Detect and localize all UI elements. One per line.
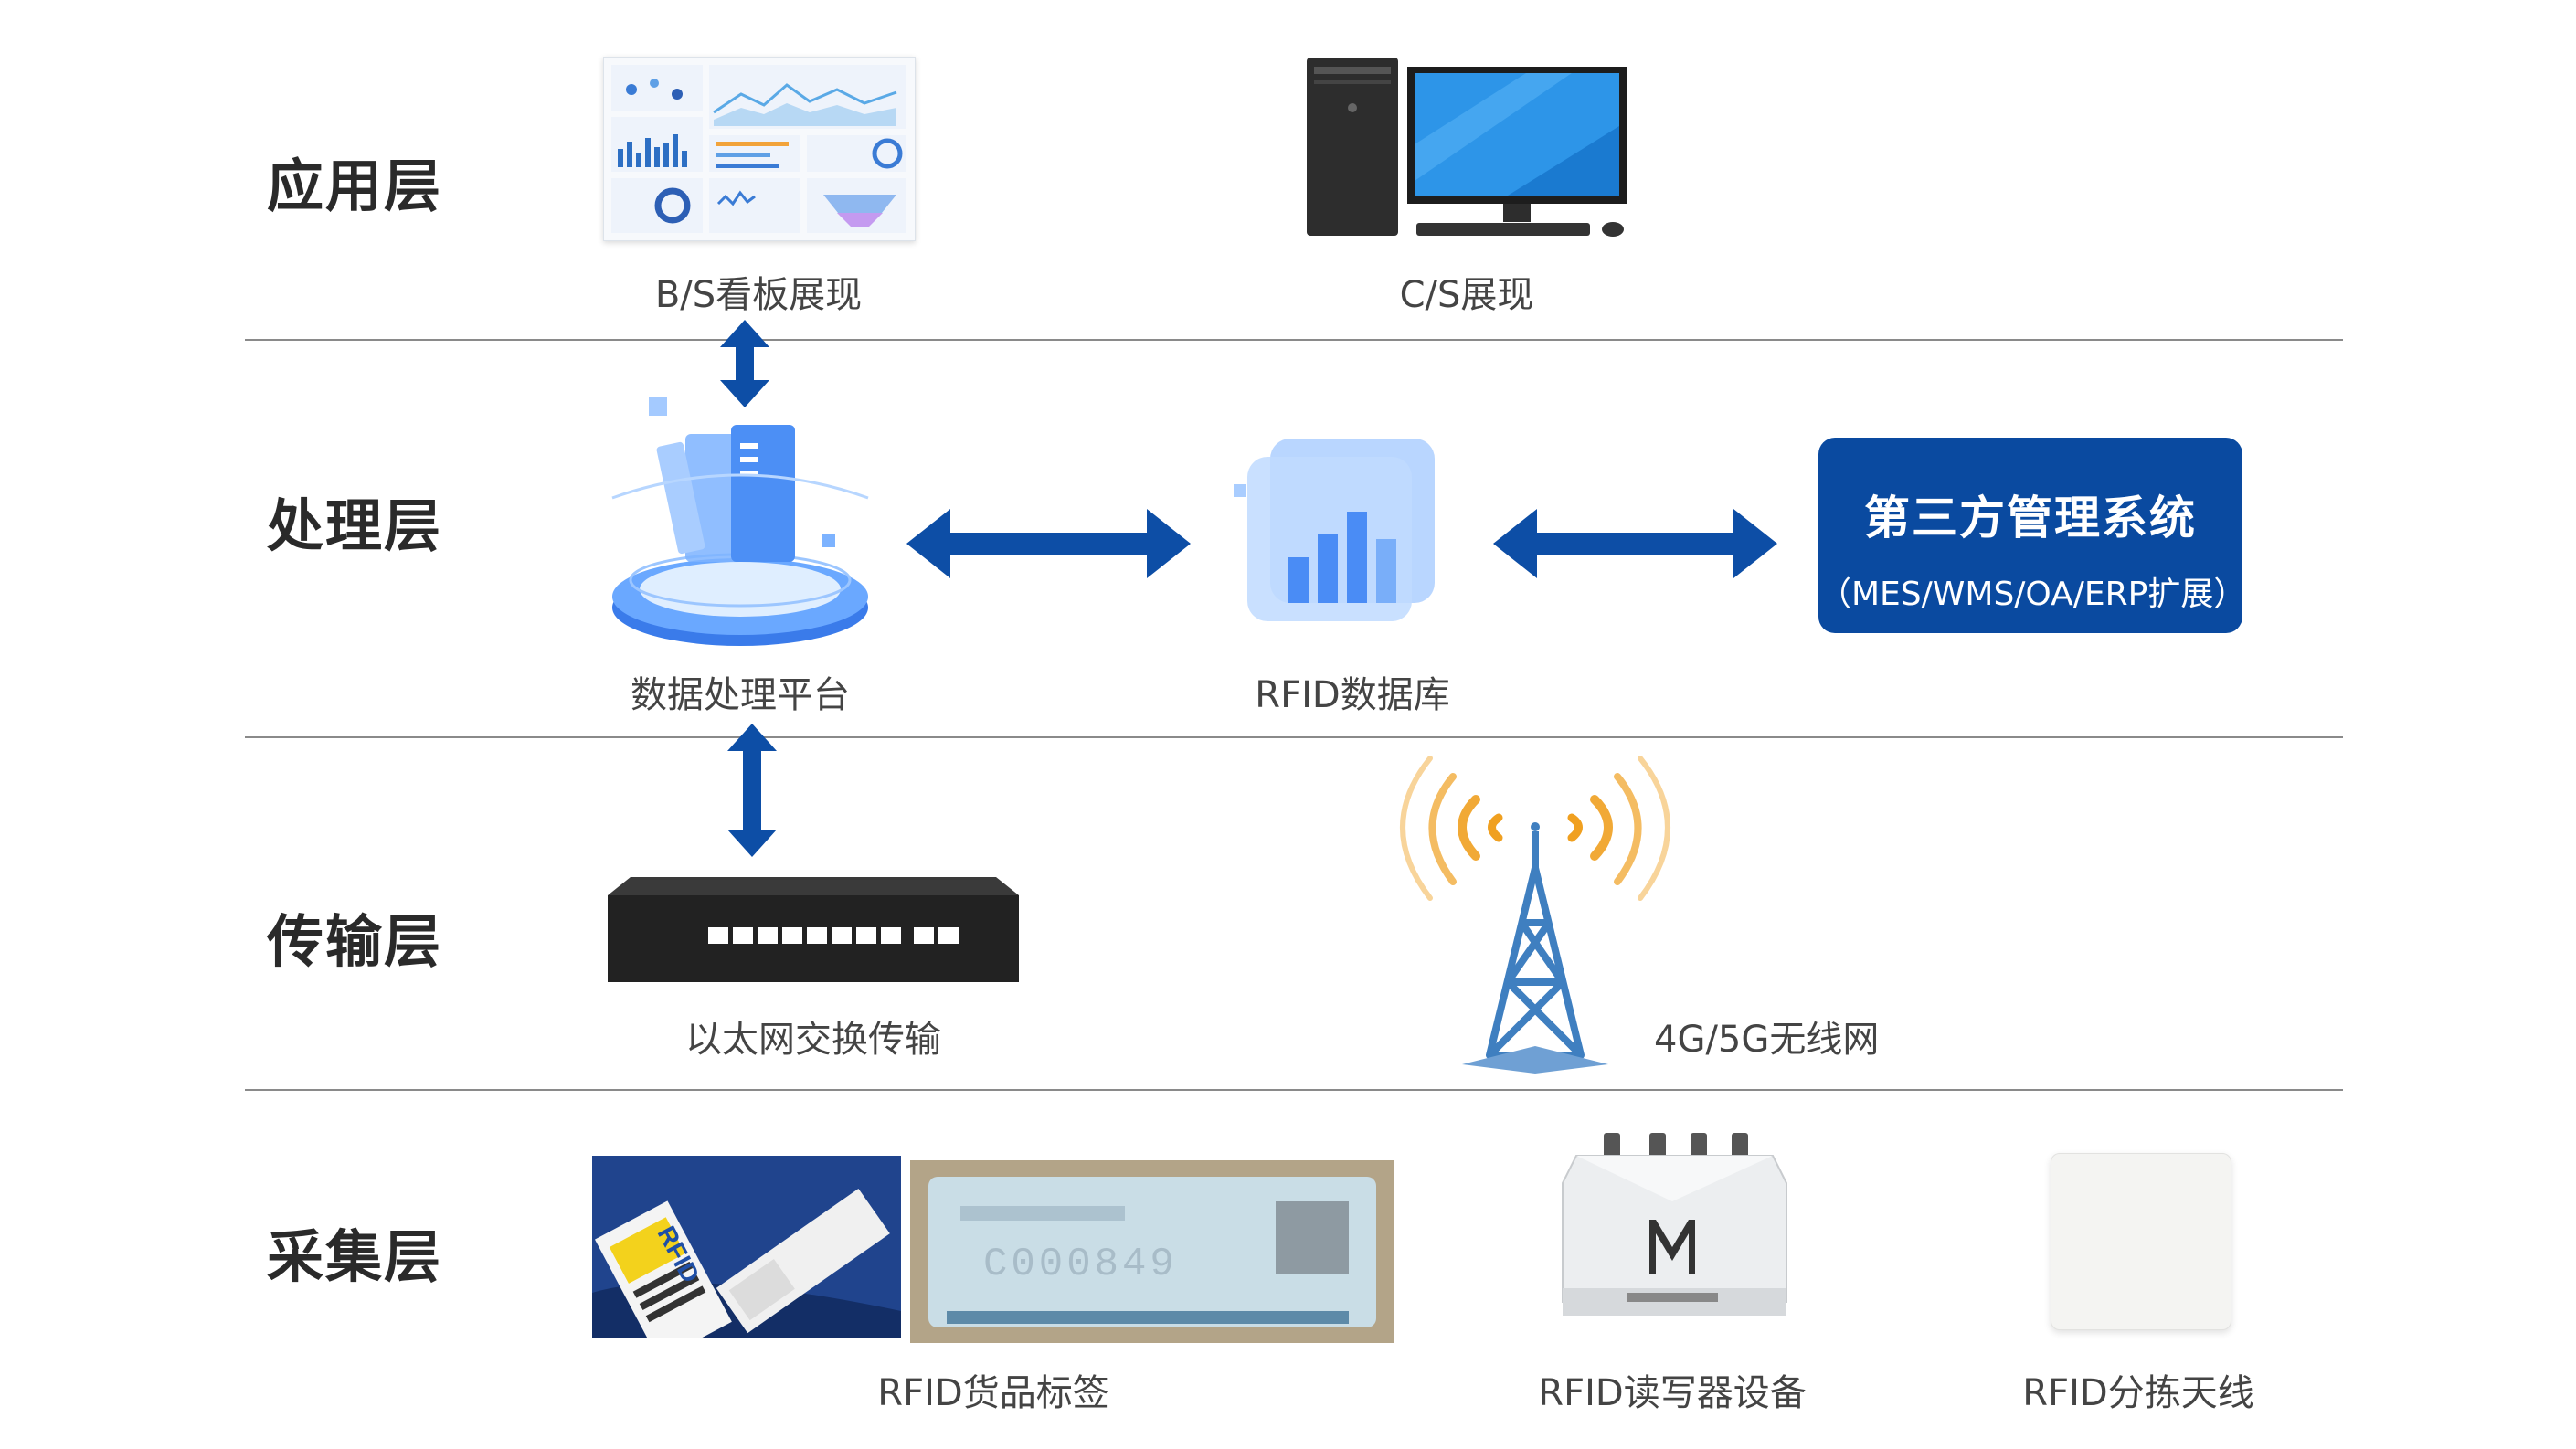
database-label: RFID数据库 (1255, 674, 1450, 716)
bs-dashboard-label: B/S看板展现 (654, 274, 863, 316)
arrow-database-thirdparty (1493, 509, 1777, 578)
rfid-tag-label: RFID货品标签 (877, 1372, 1109, 1414)
third-party-title: 第三方管理系统 (1864, 492, 2197, 545)
data-platform-icon (611, 397, 869, 646)
third-party-subtitle: （MES/WMS/OA/ERP扩展） (1818, 576, 2247, 613)
database-chart-icon (1234, 439, 1435, 621)
divider-transmission (245, 1089, 2343, 1091)
layer-title-application: 应用层 (267, 153, 443, 219)
rfid-reader-icon (1562, 1133, 1787, 1316)
arrow-platform-database (906, 509, 1191, 578)
signal-tower-icon (1400, 756, 1670, 1074)
card-number: C000849 (983, 1242, 1178, 1287)
rfid-antenna-icon (2051, 1153, 2231, 1330)
bs-dashboard-image (603, 57, 916, 241)
rfid-antenna-label: RFID分拣天线 (2022, 1372, 2254, 1414)
layer-title-transmission: 传输层 (267, 908, 443, 975)
ethernet-label: 以太网交换传输 (685, 1019, 941, 1061)
arrow-vertical-app-to-processing (720, 320, 769, 407)
dashboard-chart-icon (611, 65, 906, 233)
data-platform-label: 数据处理平台 (631, 674, 850, 716)
layer-title-collection: 采集层 (267, 1223, 443, 1290)
cs-display-label: C/S展现 (1399, 274, 1534, 316)
arrow-vertical-processing-to-transmission (727, 724, 777, 857)
layer-title-processing: 处理层 (267, 492, 443, 559)
rfid-card-photo: C000849 (910, 1160, 1394, 1343)
rfid-tag-photo: RFID (592, 1156, 901, 1338)
wireless-label: 4G/5G无线网 (1654, 1019, 1880, 1061)
ethernet-switch-icon (608, 877, 1019, 982)
third-party-system-box: 第三方管理系统 （MES/WMS/OA/ERP扩展） (1818, 438, 2247, 633)
rfid-reader-label: RFID读写器设备 (1538, 1372, 1807, 1414)
desktop-computer-icon (1307, 58, 1627, 237)
divider-application (245, 339, 2343, 341)
divider-processing (245, 736, 2343, 738)
